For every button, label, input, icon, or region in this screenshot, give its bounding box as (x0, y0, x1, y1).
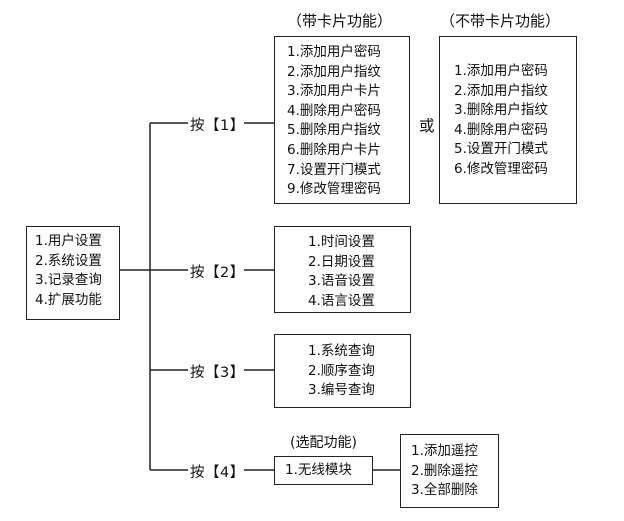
card-menu-item: 4.删除用户密码 (287, 102, 381, 119)
main-menu-item: 3.记录查询 (35, 272, 102, 289)
remote-control-item: 2.删除遥控 (411, 462, 478, 479)
card-menu-item: 3.添加用户卡片 (287, 83, 381, 100)
button-3-label: 按【3】 (190, 365, 245, 381)
or-label: 或 (419, 117, 435, 135)
no-card-menu-item: 3.删除用户指纹 (454, 102, 548, 119)
card-menu-item: 2.添加用户指纹 (287, 63, 381, 80)
record-query-box: 1.系统查询 2.顺序查询 3.编号查询 (274, 334, 411, 408)
card-menu-item: 7.设置开门模式 (287, 161, 381, 178)
main-menu-item: 1.用户设置 (35, 233, 102, 249)
no-card-menu-item: 6.修改管理密码 (454, 160, 548, 177)
no-card-menu-item: 1.添加用户密码 (454, 63, 548, 79)
button-4-label: 按【4】 (190, 465, 245, 481)
system-settings-item: 2.日期设置 (308, 253, 375, 270)
no-card-function-caption: （不带卡片功能） (440, 12, 561, 30)
no-card-function-box: 1.添加用户密码 2.添加用户指纹 3.删除用户指纹 4.删除用户密码 5.设置… (439, 36, 577, 204)
card-menu-item: 6.删除用户卡片 (287, 141, 381, 158)
card-menu-item: 5.删除用户指纹 (287, 122, 381, 139)
main-menu-item: 4.扩展功能 (35, 291, 102, 308)
system-settings-item: 4.语言设置 (308, 292, 375, 309)
optional-function-caption: (选配功能) (290, 435, 357, 451)
main-menu-box: 1.用户设置 2.系统设置 3.记录查询 4.扩展功能 (26, 226, 120, 320)
no-card-menu-item: 2.添加用户指纹 (454, 82, 548, 99)
record-query-item: 1.系统查询 (308, 343, 375, 359)
system-settings-item: 3.语音设置 (308, 273, 375, 290)
card-function-caption: （带卡片功能） (287, 12, 393, 30)
system-settings-box: 1.时间设置 2.日期设置 3.语音设置 4.语言设置 (274, 226, 411, 313)
no-card-menu-item: 5.设置开门模式 (454, 141, 548, 158)
button-2-label: 按【2】 (190, 265, 245, 281)
card-menu-item: 1.添加用户密码 (287, 44, 381, 60)
system-settings-item: 1.时间设置 (308, 234, 375, 250)
wireless-module-item: 1.无线模块 (285, 462, 352, 478)
remote-control-item: 3.全部删除 (411, 482, 478, 499)
card-function-box: 1.添加用户密码 2.添加用户指纹 3.添加用户卡片 4.删除用户密码 5.删除… (274, 36, 410, 204)
record-query-item: 3.编号查询 (308, 382, 375, 399)
remote-control-item: 1.添加遥控 (411, 443, 478, 459)
no-card-menu-item: 4.删除用户密码 (454, 121, 548, 138)
remote-control-box: 1.添加遥控 2.删除遥控 3.全部删除 (400, 434, 499, 508)
main-menu-item: 2.系统设置 (35, 252, 102, 269)
wireless-module-box: 1.无线模块 (274, 456, 373, 485)
button-1-label: 按【1】 (190, 118, 245, 134)
record-query-item: 2.顺序查询 (308, 362, 375, 379)
card-menu-item: 9.修改管理密码 (287, 181, 381, 198)
